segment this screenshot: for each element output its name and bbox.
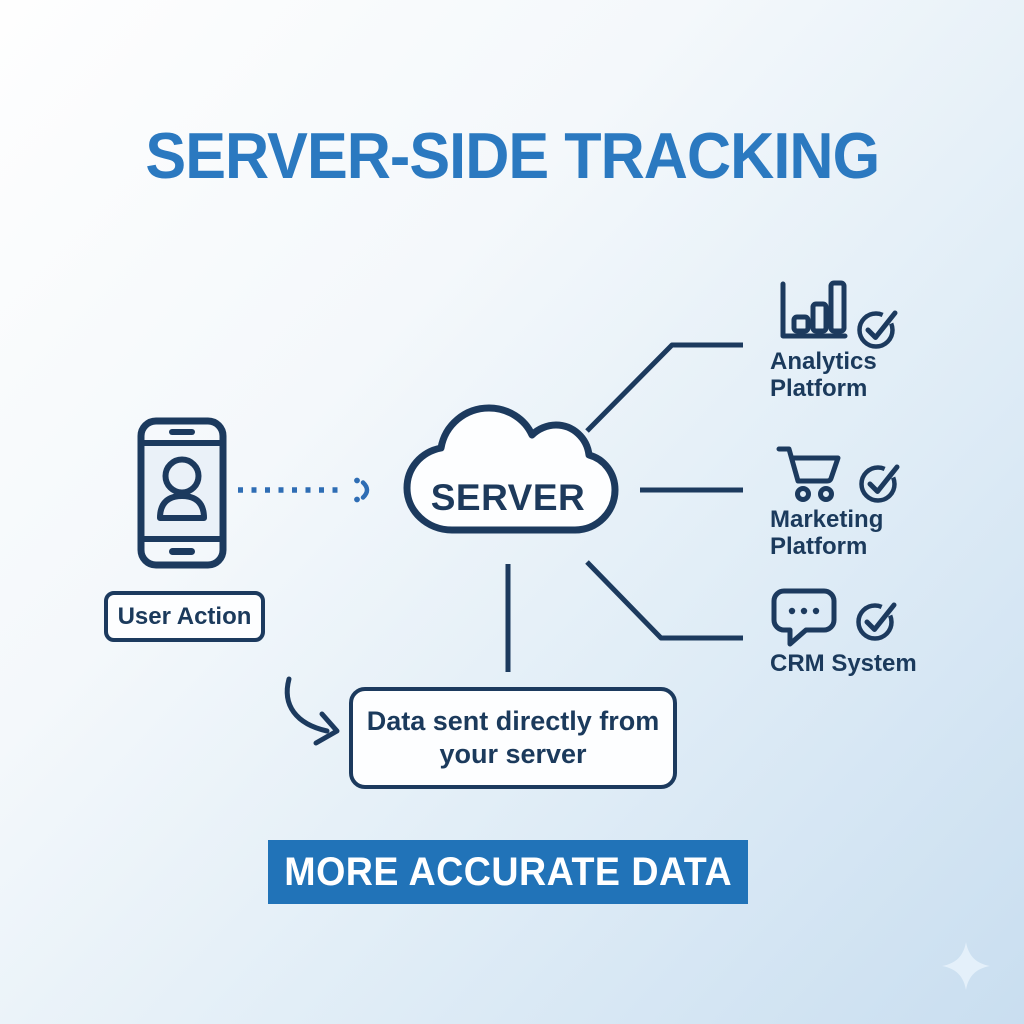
user-action-label: User Action — [117, 602, 252, 630]
check-circle-icon — [859, 464, 900, 503]
destination-label-line: CRM System — [770, 650, 917, 677]
destination-label-line: Platform — [770, 375, 868, 402]
destination-label-analytics: Analytics Platform — [770, 348, 877, 402]
sparkle-icon — [942, 942, 990, 990]
smartphone-user-icon — [137, 417, 227, 569]
destination-label-line: Marketing — [770, 506, 884, 533]
chat-bubble-icon — [771, 588, 837, 647]
dotted-arrow — [238, 477, 370, 503]
user-action-label-box: User Action — [104, 591, 265, 642]
note-box: Data sent directly from your server — [349, 687, 677, 789]
cloud-icon — [403, 404, 619, 534]
user-avatar-icon — [157, 456, 207, 521]
destination-label-crm: CRM System — [770, 650, 917, 677]
server-cloud: SERVER — [394, 400, 622, 546]
check-circle-icon — [856, 602, 897, 641]
destination-label-marketing: Marketing Platform — [770, 506, 883, 560]
shopping-cart-icon — [776, 446, 841, 502]
destination-label-line: Platform — [770, 533, 868, 560]
bottom-banner: MORE ACCURATE DATA — [268, 840, 748, 904]
check-circle-icon — [857, 310, 898, 349]
phone-speaker — [169, 429, 195, 435]
connector-line-crm — [585, 560, 743, 641]
note-line-1: Data sent directly from — [366, 706, 660, 736]
phone-home-button — [169, 548, 195, 555]
page-title-text: SERVER-SIDE TRACKING — [145, 119, 880, 192]
destination-label-line: Analytics — [770, 348, 877, 375]
note-curved-arrow — [284, 676, 340, 746]
page-title: SERVER-SIDE TRACKING — [0, 118, 1024, 193]
note-line-2: your server — [439, 739, 587, 769]
bar-chart-icon — [780, 280, 848, 339]
server-label: SERVER — [430, 477, 586, 518]
banner-label: MORE ACCURATE DATA — [284, 849, 732, 894]
